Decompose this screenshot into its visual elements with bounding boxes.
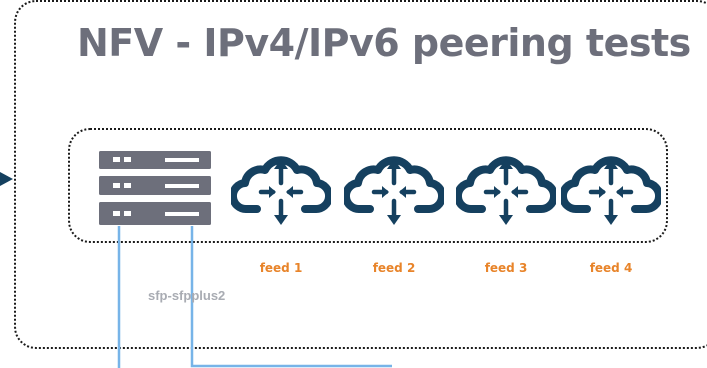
cloud-router-icon: [233, 159, 329, 225]
feed-label-1: feed 1: [259, 261, 303, 275]
link-line-right: [190, 226, 392, 368]
cloud-router-icon: [458, 159, 554, 225]
port-label: sfp-sfpplus2: [148, 288, 226, 303]
outer-group-box: [14, 0, 707, 349]
diagram-title: NFV - IPv4/IPv6 peering tests: [77, 21, 691, 65]
cloud-router-icon: [346, 159, 442, 225]
inner-group-box: [68, 128, 668, 243]
arrowhead-icon: [0, 172, 13, 186]
feed-label-4: feed 4: [589, 261, 633, 275]
feed-label-3: feed 3: [484, 261, 528, 275]
feed-label-2: feed 2: [372, 261, 416, 275]
cloud-router-icon: [563, 159, 659, 225]
